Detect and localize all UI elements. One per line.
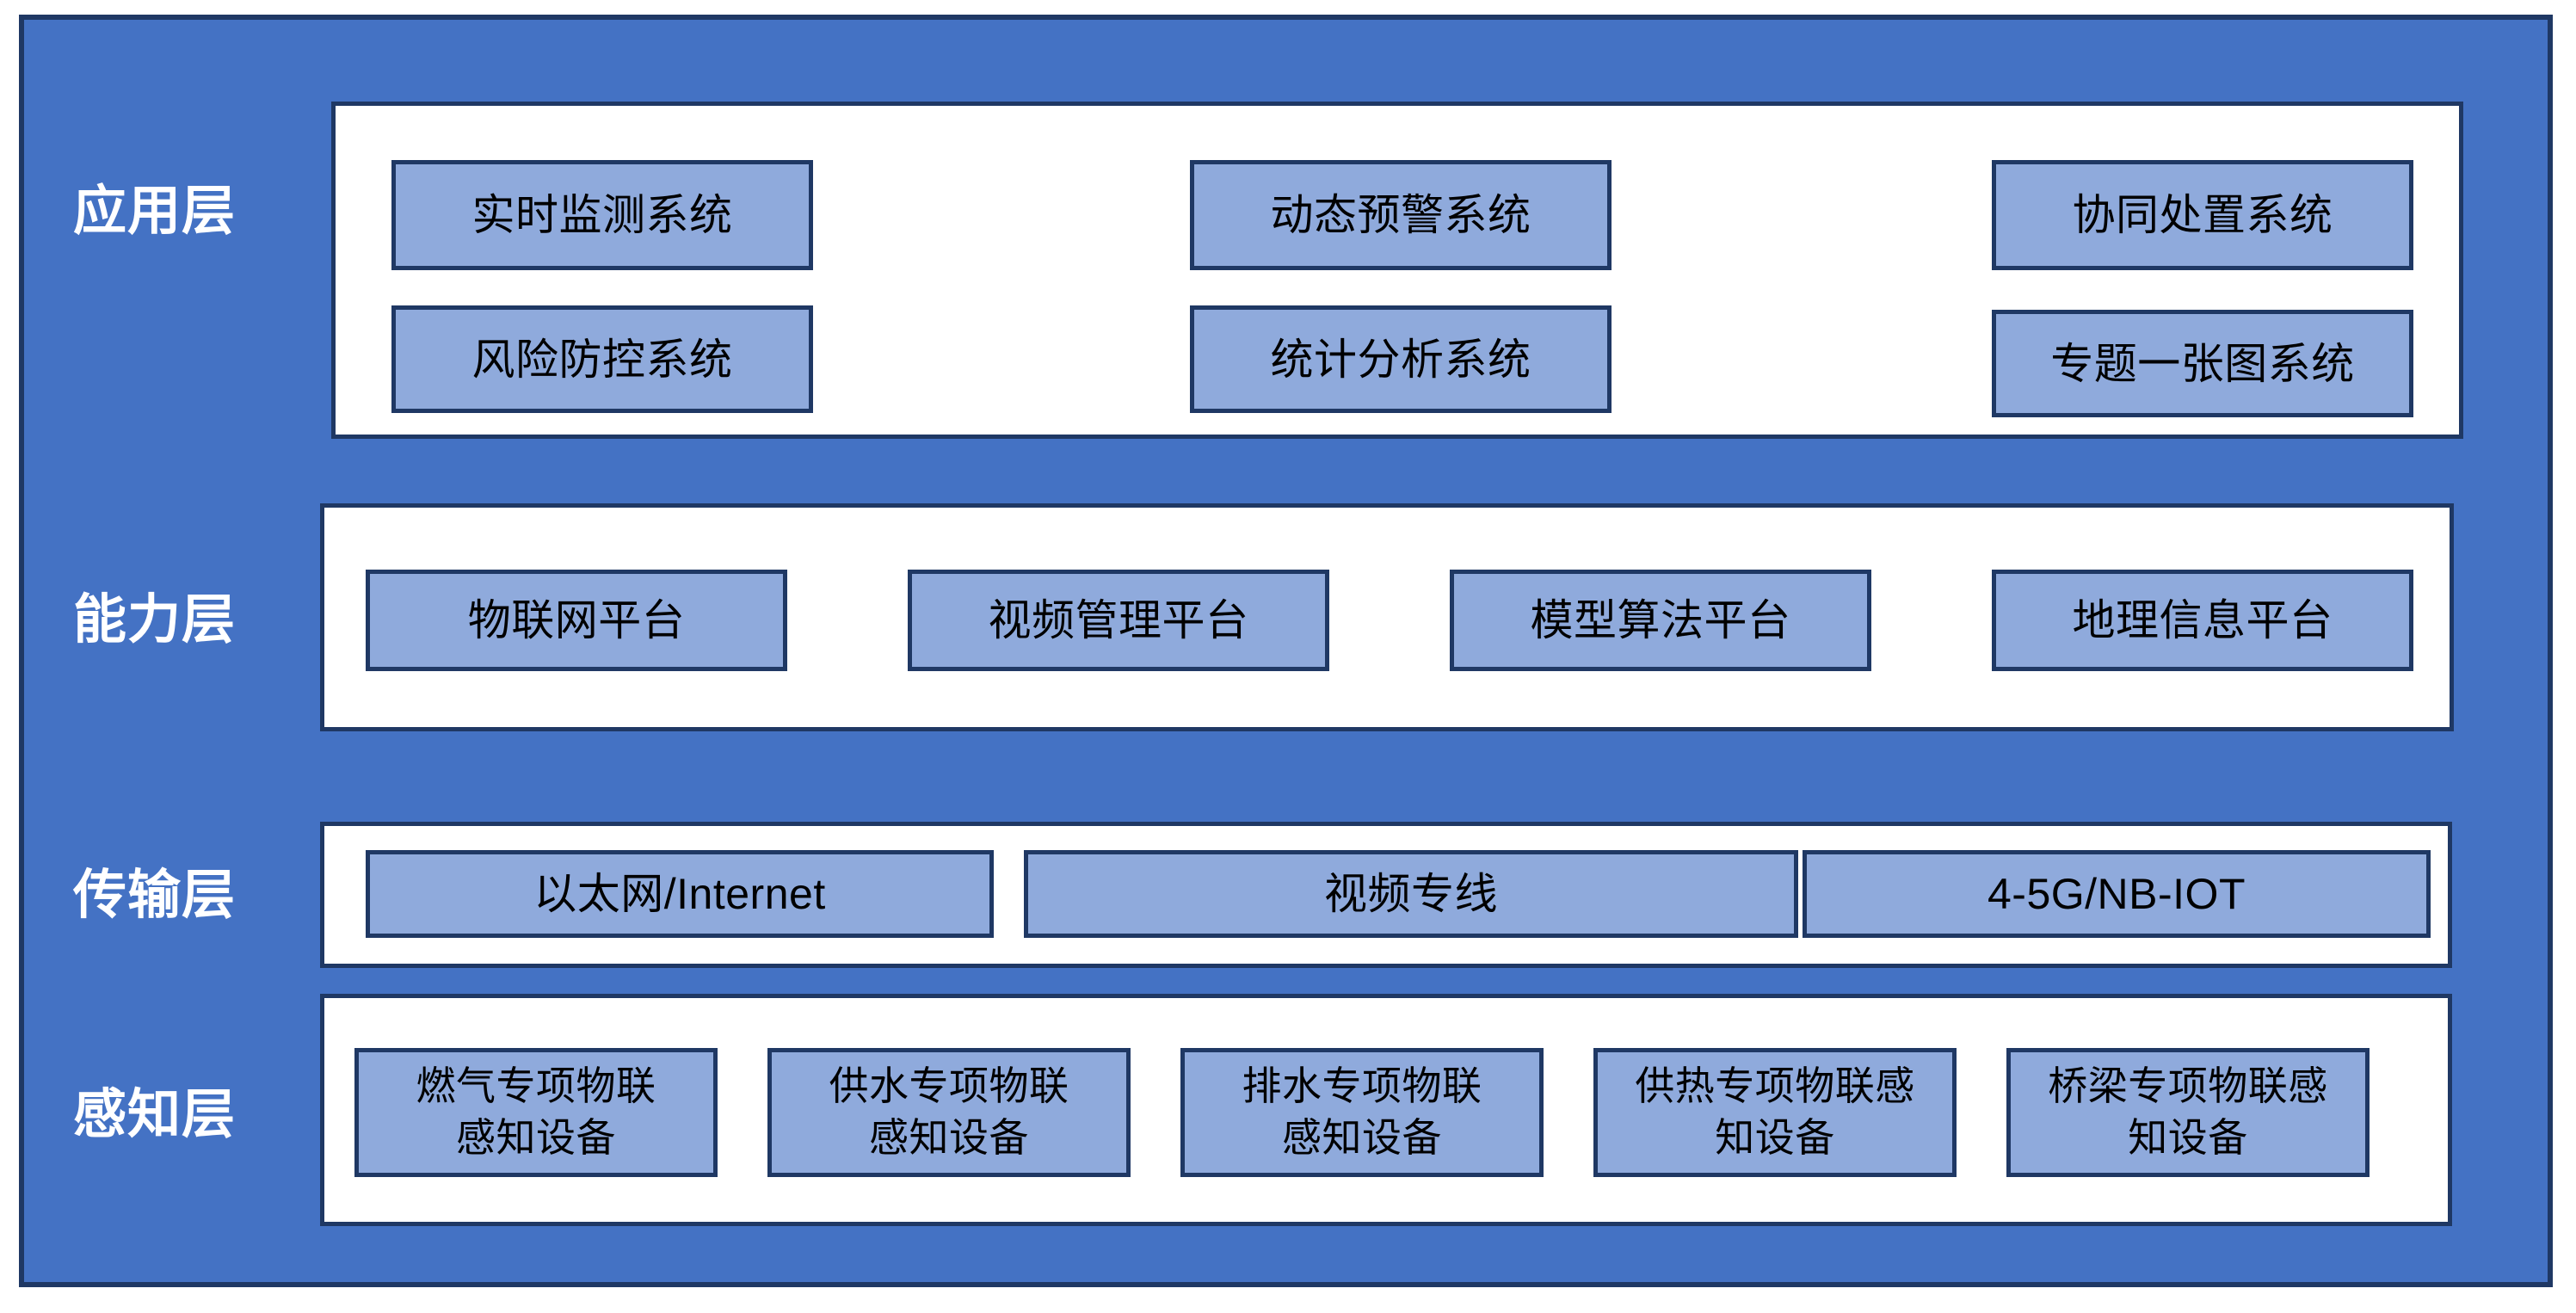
node-label: 协同处置系统 <box>2072 191 2333 239</box>
node-perception-bridge-iot-devices[interactable]: 桥梁专项物联感 知设备 <box>2006 1048 2370 1177</box>
node-transmission-ethernet-internet[interactable]: 以太网/Internet <box>366 850 994 938</box>
node-label: 实时监测系统 <box>471 191 733 239</box>
layer-label-transmission: 传输层 <box>73 866 237 925</box>
node-label: 视频专线 <box>1324 870 1498 918</box>
node-application-collaborative-disposal[interactable]: 协同处置系统 <box>1992 160 2413 270</box>
node-label: 统计分析系统 <box>1270 335 1531 384</box>
node-perception-drainage-iot-devices[interactable]: 排水专项物联 感知设备 <box>1180 1048 1544 1177</box>
layer-label-capability: 能力层 <box>73 590 237 650</box>
node-label: 风险防控系统 <box>471 335 733 384</box>
node-capability-model-algorithm-platform[interactable]: 模型算法平台 <box>1450 570 1871 671</box>
layer-label-perception: 感知层 <box>73 1085 237 1144</box>
node-label: 动态预警系统 <box>1270 191 1531 239</box>
node-label: 视频管理平台 <box>988 596 1249 644</box>
node-capability-video-management-platform[interactable]: 视频管理平台 <box>908 570 1329 671</box>
node-label: 专题一张图系统 <box>2050 339 2355 388</box>
node-capability-iot-platform[interactable]: 物联网平台 <box>366 570 787 671</box>
node-application-realtime-monitoring[interactable]: 实时监测系统 <box>391 160 813 270</box>
node-capability-gis-platform[interactable]: 地理信息平台 <box>1992 570 2413 671</box>
node-label: 供水专项物联 感知设备 <box>829 1063 1069 1160</box>
node-label: 物联网平台 <box>467 596 686 644</box>
node-label: 4-5G/NB-IOT <box>1987 870 2246 918</box>
node-label: 排水专项物联 感知设备 <box>1242 1063 1482 1160</box>
node-label: 以太网/Internet <box>533 870 826 918</box>
node-application-thematic-map[interactable]: 专题一张图系统 <box>1992 310 2413 417</box>
node-perception-gas-iot-devices[interactable]: 燃气专项物联 感知设备 <box>354 1048 718 1177</box>
layer-label-application: 应用层 <box>73 182 237 241</box>
node-transmission-video-dedicated-line[interactable]: 视频专线 <box>1024 850 1798 938</box>
node-application-risk-prevention[interactable]: 风险防控系统 <box>391 305 813 413</box>
node-label: 桥梁专项物联感 知设备 <box>2048 1063 2328 1160</box>
node-label: 地理信息平台 <box>2072 596 2333 644</box>
node-label: 模型算法平台 <box>1530 596 1791 644</box>
node-label: 供热专项物联感 知设备 <box>1635 1063 1915 1160</box>
node-label: 燃气专项物联 感知设备 <box>416 1063 656 1160</box>
node-transmission-4-5g-nb-iot[interactable]: 4-5G/NB-IOT <box>1803 850 2431 938</box>
node-application-statistical-analysis[interactable]: 统计分析系统 <box>1190 305 1612 413</box>
node-application-dynamic-warning[interactable]: 动态预警系统 <box>1190 160 1612 270</box>
node-perception-water-supply-iot-devices[interactable]: 供水专项物联 感知设备 <box>767 1048 1131 1177</box>
node-perception-heating-iot-devices[interactable]: 供热专项物联感 知设备 <box>1593 1048 1957 1177</box>
